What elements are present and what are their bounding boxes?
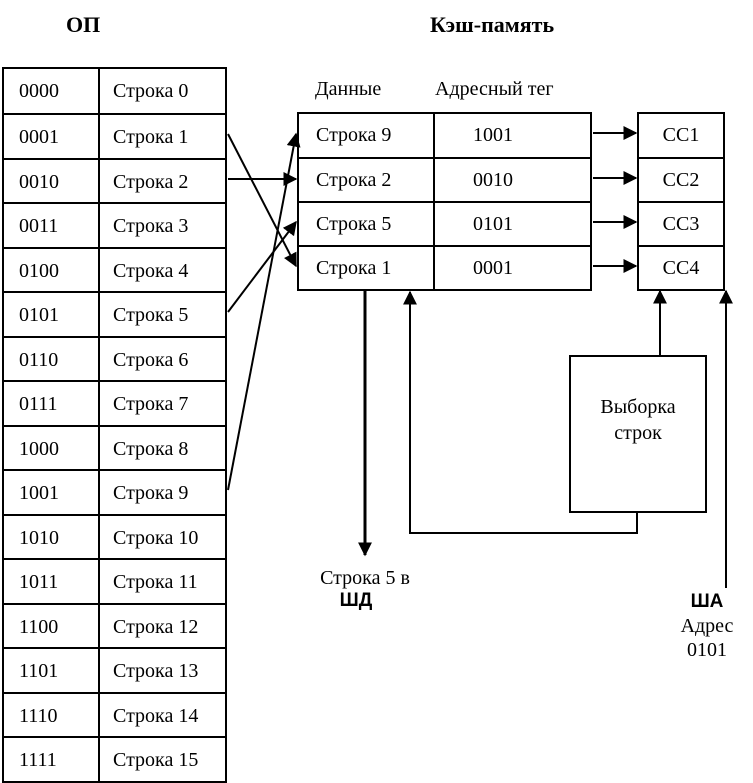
memory-line-cell: Строка 2	[113, 170, 189, 193]
memory-row: 0010 Строка 2	[4, 157, 225, 202]
map-line-1-to-cache4	[227, 133, 297, 268]
comparator-cell: СС1	[662, 124, 700, 146]
memory-line-cell: Строка 13	[113, 660, 199, 682]
memory-address-cell: 1000	[4, 426, 100, 469]
address-bus-label-2: Адрес	[680, 615, 734, 637]
comparator-cell: СС4	[639, 245, 723, 289]
cache-data-cell: Строка 9	[299, 114, 435, 157]
cache-data-header: Данные	[315, 78, 382, 100]
memory-address-cell: 1001	[4, 471, 100, 514]
memory-address-cell: 1111	[4, 738, 100, 781]
memory-row: 1010 Строка 10	[4, 513, 225, 558]
memory-address-cell: 0011	[4, 204, 100, 247]
cache-row: Строка 5 0101	[299, 201, 590, 245]
cache-row: Строка 1 0001	[299, 245, 590, 289]
address-bus-title: ША	[690, 591, 724, 612]
memory-line-cell: Строка 12	[113, 615, 199, 638]
output-label: Строка 5 в ШД	[300, 567, 430, 612]
output-label-line1: Строка 5 в	[320, 567, 410, 589]
cache-tag-cell: 0101	[473, 213, 513, 235]
cache-data-cell: Строка 2	[299, 159, 435, 201]
memory-line-cell: Строка 3	[113, 215, 189, 237]
memory-line-cell: Строка 1	[113, 126, 189, 148]
cache-data-cell: Строка 5	[299, 203, 435, 245]
row-selector-label-1: Выборка	[600, 396, 676, 418]
memory-line-cell: Строка 11	[113, 571, 198, 593]
memory-row: 1100 Строка 12	[4, 602, 225, 647]
memory-address-cell: 0110	[4, 337, 100, 380]
cache-tag-header: Адресный тег	[435, 78, 554, 100]
row-selector-label-2: строк	[614, 422, 662, 444]
memory-row: 1101 Строка 13	[4, 647, 225, 692]
memory-address-cell: 0001	[4, 115, 100, 158]
memory-address-cell: 1011	[4, 560, 100, 603]
memory-line-cell: Строка 10	[113, 526, 199, 549]
memory-address-cell: 0000	[4, 69, 100, 113]
memory-row: 1111 Строка 15	[4, 736, 225, 781]
cache-data-cell: Строка 1	[299, 247, 435, 289]
memory-row: 0110 Строка 6	[4, 335, 225, 380]
memory-row: 0011 Строка 3	[4, 202, 225, 247]
memory-line-cell: Строка 7	[113, 393, 189, 415]
cache-row: Строка 2 0010	[299, 157, 590, 201]
memory-address-cell: 1010	[4, 515, 100, 558]
memory-line-cell: Строка 5	[113, 304, 189, 326]
cache-tag-cell: 0010	[473, 169, 513, 191]
memory-line-cell: Строка 6	[113, 348, 189, 371]
memory-row: 0101 Строка 5	[4, 291, 225, 336]
memory-row: 1110 Строка 14	[4, 691, 225, 736]
memory-line-cell: Строка 4	[113, 259, 189, 282]
cache-title: Кэш-память	[430, 12, 555, 37]
main-memory-table: 0000 Строка 0 0001 Строка 1 0010 Строка 2 0011…	[2, 67, 227, 783]
comparator-cell: СС3	[639, 201, 723, 245]
memory-address-cell: 1101	[4, 649, 100, 692]
memory-address-cell: 0101	[4, 293, 100, 336]
row-selector-box: Выборка строк	[569, 355, 707, 513]
cache-tag-cell: 1001	[473, 124, 513, 146]
memory-row: 1001 Строка 9	[4, 469, 225, 514]
memory-line-cell: Строка 8	[113, 437, 189, 460]
memory-address-cell: 0010	[4, 159, 100, 202]
address-bus-label: ША Адрес 0101	[662, 590, 752, 662]
memory-row: 1000 Строка 8	[4, 424, 225, 469]
memory-line-cell: Строка 9	[113, 482, 189, 504]
memory-row: 0001 Строка 1	[4, 113, 225, 158]
comparator-cell: СС2	[639, 157, 723, 201]
memory-line-cell: Строка 0	[113, 80, 189, 102]
memory-row: 0100 Строка 4	[4, 246, 225, 291]
address-bus-value: 0101	[687, 639, 727, 661]
memory-row: 0111 Строка 7	[4, 380, 225, 425]
selector-to-cache-line	[403, 290, 638, 534]
memory-address-cell: 1100	[4, 604, 100, 647]
memory-address-cell: 0111	[4, 382, 100, 425]
memory-address-cell: 1110	[4, 693, 100, 736]
memory-row: 0000 Строка 0	[4, 69, 225, 113]
map-line-5-to-cache3	[227, 220, 297, 313]
cache-tag-cell: 0001	[473, 257, 513, 279]
memory-address-cell: 0100	[4, 248, 100, 291]
map-line-9-to-cache1	[227, 132, 301, 491]
memory-row: 1011 Строка 11	[4, 558, 225, 603]
output-label-line2: ШД	[339, 590, 373, 611]
memory-line-cell: Строка 14	[113, 704, 199, 727]
main-memory-title: ОП	[66, 12, 101, 37]
memory-line-cell: Строка 15	[113, 749, 199, 771]
cache-row: Строка 9 1001	[299, 114, 590, 157]
